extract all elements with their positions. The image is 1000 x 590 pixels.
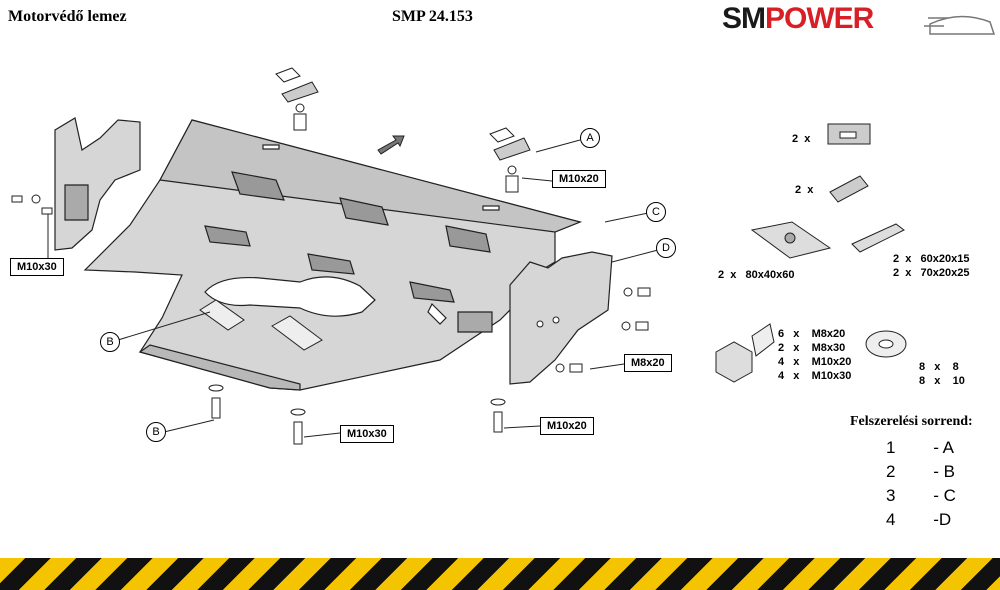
nut-plate-b xyxy=(199,299,323,351)
direction-arrow-icon xyxy=(377,135,405,155)
callout-m10x20-top: M10x20 xyxy=(552,170,606,188)
install-order-row-2: 2 - B xyxy=(886,462,955,481)
brand-logo: SMPOWER xyxy=(722,2,874,36)
label-c: C xyxy=(646,202,666,222)
skid-plate xyxy=(83,119,582,391)
parts-clip-icon xyxy=(829,175,869,203)
label-b-lower: B xyxy=(146,422,166,442)
parts-plate-small-qty: 2 x 60x20x15 2 x 70x20x25 xyxy=(893,253,970,279)
callout-m10x30-bottom: M10x30 xyxy=(340,425,394,443)
callout-m8x20: M8x20 xyxy=(624,354,672,372)
right-side-bracket xyxy=(457,251,613,385)
parts-bolts-qty: 6 x M8x20 2 x M8x30 4 x M10x20 4 x M10x3… xyxy=(778,328,852,382)
parts-plate-big-qty: 2 x 80x40x60 xyxy=(718,269,795,281)
parts-plate-big-icon xyxy=(750,221,832,259)
install-order-row-3: 3 - C xyxy=(886,486,956,505)
top-clip-center xyxy=(275,67,319,131)
install-order-row-1: 1 - A xyxy=(886,438,955,457)
exploded-view-drawing xyxy=(11,15,996,445)
install-order-title: Felszerelési sorrend: xyxy=(850,414,973,429)
label-a: A xyxy=(580,128,600,148)
parts-plate-small-icon xyxy=(851,223,905,253)
label-d: D xyxy=(656,238,676,258)
product-code: SMP 24.153 xyxy=(392,8,473,25)
parts-bolt-icon xyxy=(715,323,775,383)
logo-text-power: POWER xyxy=(765,2,874,35)
diagram-title: Motorvédő lemez xyxy=(8,8,127,25)
left-side-bracket xyxy=(54,117,141,251)
parts-bracket-icon xyxy=(827,123,871,145)
parts-clip-qty: 2 x xyxy=(795,184,814,196)
install-order-row-4: 4 -D xyxy=(886,510,952,529)
parts-bracket-qty: 2 x xyxy=(792,133,811,145)
top-clip-a xyxy=(489,127,531,193)
parts-washers-qty: 8 x 8 8 x 10 xyxy=(919,361,965,387)
label-b-upper: B xyxy=(100,332,120,352)
parts-washer-icon xyxy=(865,330,907,358)
hazard-stripe-footer xyxy=(0,558,1000,590)
callout-m10x30-left: M10x30 xyxy=(10,258,64,276)
callout-m10x20-bottom: M10x20 xyxy=(540,417,594,435)
logo-car-icon xyxy=(924,15,996,35)
logo-text-sm: SM xyxy=(722,2,766,35)
leader-lines xyxy=(47,139,659,438)
loose-bolts xyxy=(11,194,651,445)
